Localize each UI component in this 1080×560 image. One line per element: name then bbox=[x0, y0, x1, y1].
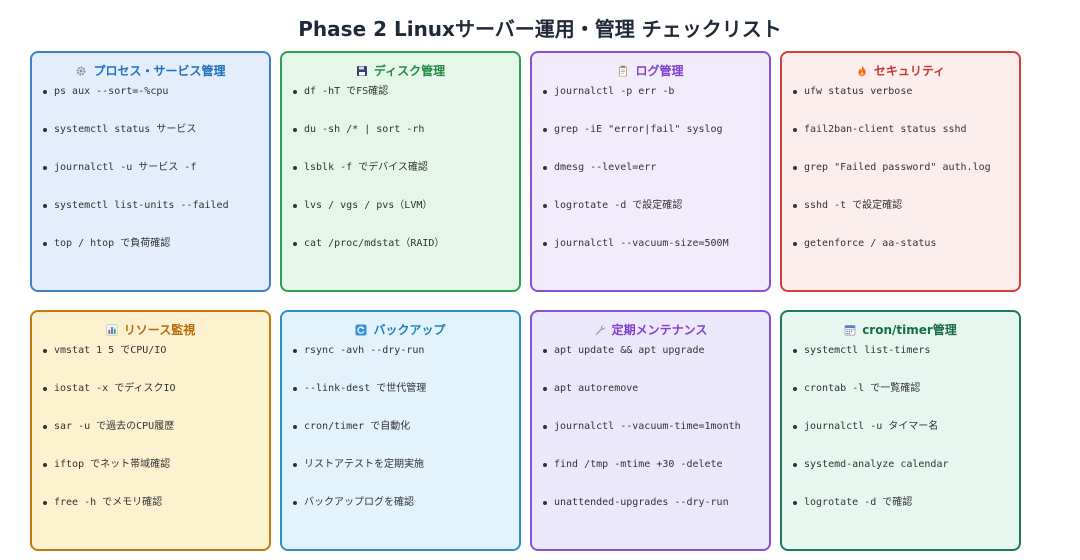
checklist-item: cron/timer で自動化 bbox=[292, 420, 509, 458]
checklist-item: systemd-analyze calendar bbox=[792, 458, 1009, 496]
checklist-item: ps aux --sort=-%cpu bbox=[42, 85, 259, 123]
checklist-item: crontab -l で一覧確認 bbox=[792, 382, 1009, 420]
calendar-icon bbox=[844, 324, 856, 336]
checklist-item: dmesg --level=err bbox=[542, 161, 759, 199]
checklist-item: journalctl --vacuum-time=1month bbox=[542, 420, 759, 458]
card-header: ディスク管理 bbox=[292, 62, 509, 79]
checklist-item: systemctl list-timers bbox=[792, 344, 1009, 382]
refresh-icon bbox=[355, 324, 367, 336]
checklist-item: free -h でメモリ確認 bbox=[42, 496, 259, 534]
checklist-item: apt autoremove bbox=[542, 382, 759, 420]
checklist-item: systemctl list-units --failed bbox=[42, 199, 259, 237]
checklist-card: バックアップ rsync -avh --dry-run--link-dest で世… bbox=[280, 310, 521, 551]
card-title: プロセス・サービス管理 bbox=[93, 64, 226, 78]
checklist-item: systemctl status サービス bbox=[42, 123, 259, 161]
card-header: cron/timer管理 bbox=[792, 321, 1009, 338]
checklist-item: ufw status verbose bbox=[792, 85, 1009, 123]
checklist-item: logrotate -d で設定確認 bbox=[542, 199, 759, 237]
gear-icon bbox=[75, 65, 87, 77]
checklist-item: du -sh /* | sort -rh bbox=[292, 123, 509, 161]
card-header: 定期メンテナンス bbox=[542, 321, 759, 338]
card-header: プロセス・サービス管理 bbox=[42, 62, 259, 79]
checklist-item: バックアップログを確認 bbox=[292, 496, 509, 534]
checklist-item: top / htop で負荷確認 bbox=[42, 237, 259, 275]
checklist-item: journalctl --vacuum-size=500M bbox=[542, 237, 759, 275]
checklist-item: journalctl -u サービス -f bbox=[42, 161, 259, 199]
checklist-item: rsync -avh --dry-run bbox=[292, 344, 509, 382]
bar-chart-icon bbox=[106, 323, 118, 336]
card-title: cron/timer管理 bbox=[862, 323, 957, 337]
card-header: リソース監視 bbox=[42, 321, 259, 338]
card-title: 定期メンテナンス bbox=[611, 323, 708, 337]
checklist-item: grep "Failed password" auth.log bbox=[792, 161, 1009, 199]
checklist-item: sar -u で過去のCPU履歴 bbox=[42, 420, 259, 458]
card-title: バックアップ bbox=[373, 323, 446, 337]
checklist-item: cat /proc/mdstat（RAID） bbox=[292, 237, 509, 275]
checklist-item: logrotate -d で確認 bbox=[792, 496, 1009, 534]
checklist-item: grep -iE "error|fail" syslog bbox=[542, 123, 759, 161]
checklist-item: --link-dest で世代管理 bbox=[292, 382, 509, 420]
checklist-item: getenforce / aa-status bbox=[792, 237, 1009, 275]
wrench-icon bbox=[594, 324, 606, 336]
checklist-item: unattended-upgrades --dry-run bbox=[542, 496, 759, 534]
checklist-item: sshd -t で設定確認 bbox=[792, 199, 1009, 237]
checklist-item: iostat -x でディスクIO bbox=[42, 382, 259, 420]
checklist-item: df -hT でFS確認 bbox=[292, 85, 509, 123]
clipboard-icon bbox=[617, 65, 629, 77]
checklist-item: find /tmp -mtime +30 -delete bbox=[542, 458, 759, 496]
checklist-item: apt update && apt upgrade bbox=[542, 344, 759, 382]
fire-icon bbox=[856, 65, 868, 77]
checklist-item: journalctl -p err -b bbox=[542, 85, 759, 123]
card-title: ログ管理 bbox=[635, 64, 684, 78]
page-title: Phase 2 Linuxサーバー運用・管理 チェックリスト bbox=[298, 17, 782, 41]
checklist-item: journalctl -u タイマー名 bbox=[792, 420, 1009, 458]
checklist-item: iftop でネット帯域確認 bbox=[42, 458, 259, 496]
card-title: ディスク管理 bbox=[373, 64, 446, 78]
checklist-item: lsblk -f でデバイス確認 bbox=[292, 161, 509, 199]
floppy-disk-icon bbox=[356, 65, 368, 77]
checklist-item: リストアテストを定期実施 bbox=[292, 458, 509, 496]
checklist-item: lvs / vgs / pvs（LVM） bbox=[292, 199, 509, 237]
card-header: セキュリティ bbox=[792, 62, 1009, 79]
card-header: バックアップ bbox=[292, 321, 509, 338]
checklist-item: fail2ban-client status sshd bbox=[792, 123, 1009, 161]
card-title: リソース監視 bbox=[123, 323, 196, 337]
card-title: セキュリティ bbox=[873, 64, 946, 78]
card-header: ログ管理 bbox=[542, 62, 759, 79]
checklist-item: vmstat 1 5 でCPU/IO bbox=[42, 344, 259, 382]
